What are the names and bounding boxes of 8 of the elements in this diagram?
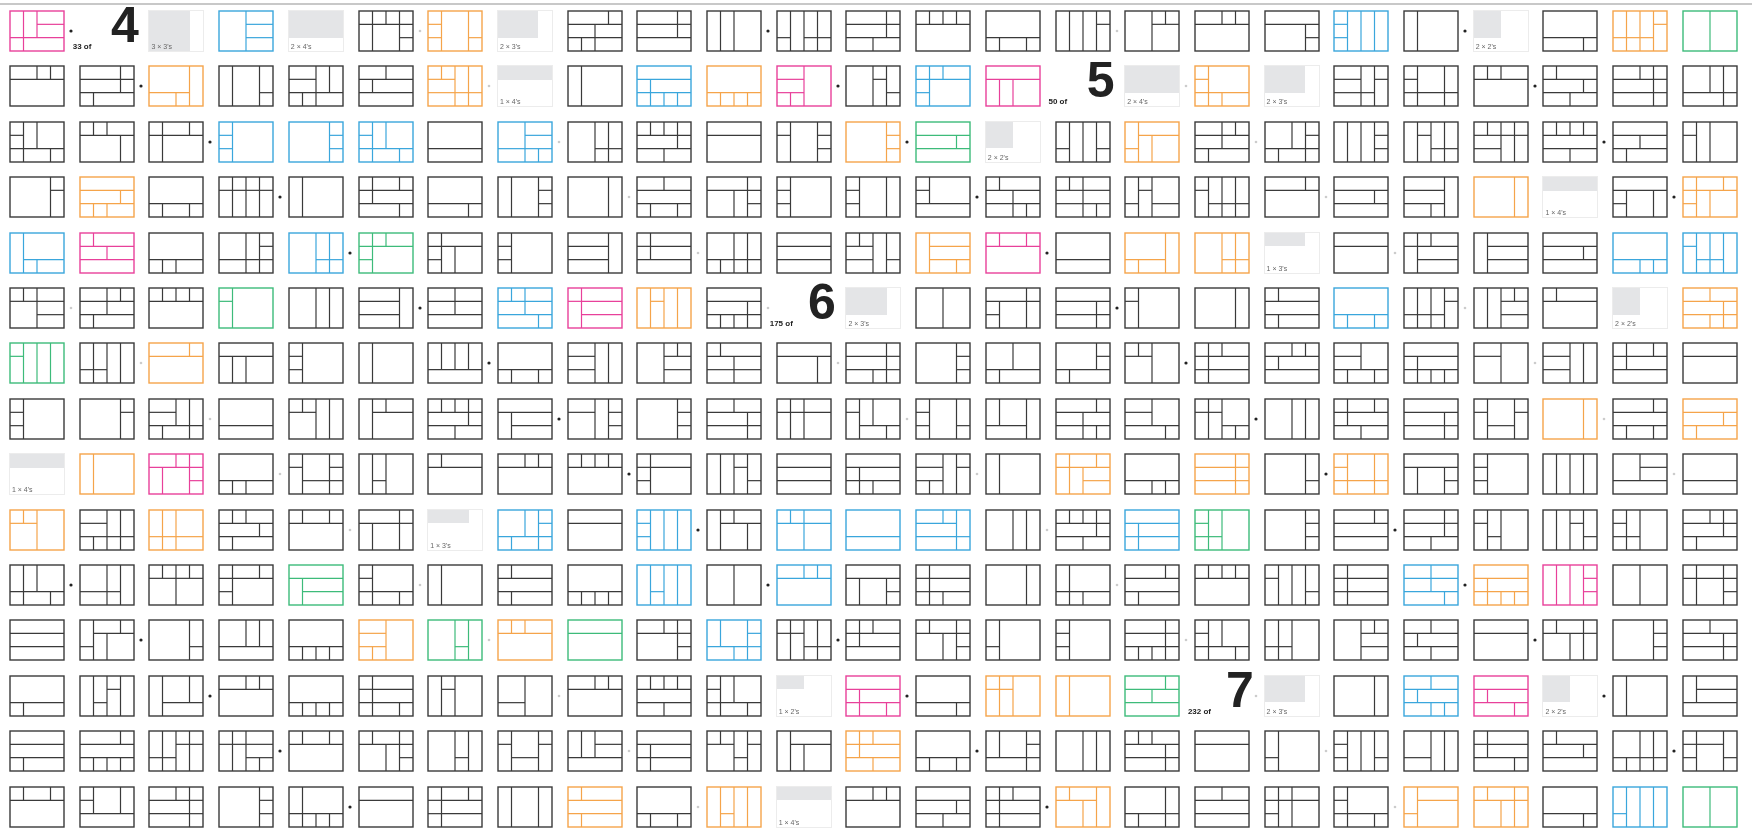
group-number: 4 — [110, 0, 139, 50]
count-label: 232 of — [1187, 705, 1211, 718]
count-label: 50 of — [1048, 96, 1068, 109]
group-number: 6 — [807, 277, 836, 327]
group-number: 7 — [1226, 664, 1254, 715]
count-label: 175 of — [769, 318, 793, 330]
group-number: 5 — [1086, 55, 1115, 106]
count-label: 33 of — [72, 41, 92, 53]
